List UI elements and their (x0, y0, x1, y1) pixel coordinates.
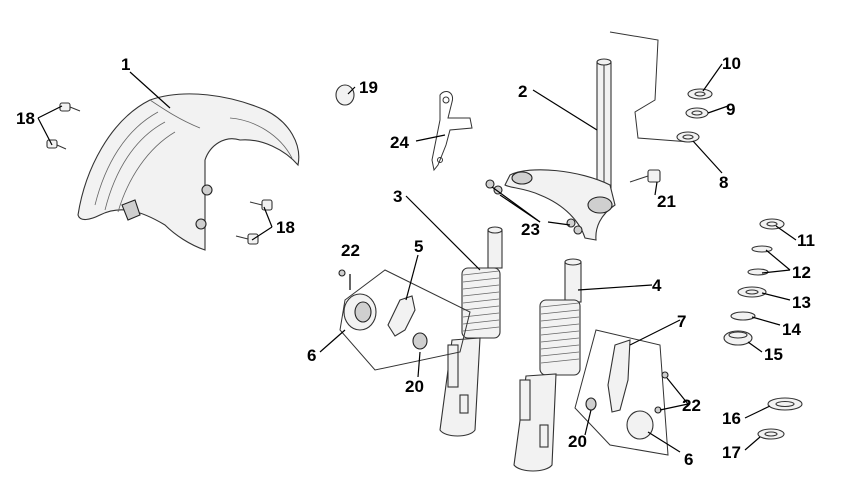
callout-8: 8 (719, 173, 728, 192)
callout-14: 14 (782, 320, 801, 339)
front-fender (77, 93, 300, 251)
bolt-18-right-2 (235, 233, 259, 245)
lower-bearing-races (757, 397, 803, 440)
callout-6-right: 6 (684, 450, 693, 469)
callout-18-left: 18 (16, 109, 35, 128)
callout-15: 15 (764, 345, 783, 364)
callout-12: 12 (792, 263, 811, 282)
top-bearing-stack (676, 88, 713, 143)
callout-18-right: 18 (276, 218, 295, 237)
bolt-18-top (59, 102, 81, 112)
callout-7: 7 (677, 312, 686, 331)
part-24-bracket (431, 91, 473, 172)
callout-1: 1 (121, 55, 130, 74)
bolt-21 (629, 169, 661, 183)
fender-bolts (46, 102, 273, 245)
callout-5: 5 (414, 237, 423, 256)
callout-23: 23 (521, 220, 540, 239)
callout-4: 4 (652, 276, 662, 295)
right-reflector-assembly (574, 329, 669, 456)
callout-2: 2 (518, 82, 527, 101)
callout-3: 3 (393, 187, 402, 206)
left-reflector-assembly (338, 269, 471, 371)
steering-stem (596, 31, 691, 193)
callout-9: 9 (726, 100, 735, 119)
callout-6-left: 6 (307, 346, 316, 365)
lower-triple-clamp (485, 169, 616, 241)
callout-labels: 1 2 3 4 5 6 6 7 8 9 10 11 12 13 14 15 16… (16, 54, 815, 469)
callout-20-right: 20 (568, 432, 587, 451)
callout-21: 21 (657, 192, 676, 211)
part-19-washer (335, 84, 355, 106)
callout-13: 13 (792, 293, 811, 312)
steering-bearing-stack (723, 218, 785, 346)
callout-17: 17 (722, 443, 741, 462)
callout-22-left: 22 (341, 241, 360, 260)
callout-24: 24 (390, 133, 409, 152)
callout-16: 16 (722, 409, 741, 428)
right-fork-leg (513, 258, 582, 472)
bolt-18-right-1 (249, 199, 273, 211)
leader-lines (37, 63, 797, 453)
left-fork-leg (439, 226, 503, 437)
callout-19: 19 (359, 78, 378, 97)
callout-10: 10 (722, 54, 741, 73)
callout-11: 11 (797, 231, 815, 250)
callout-20-left: 20 (405, 377, 424, 396)
callout-22-right: 22 (682, 396, 701, 415)
